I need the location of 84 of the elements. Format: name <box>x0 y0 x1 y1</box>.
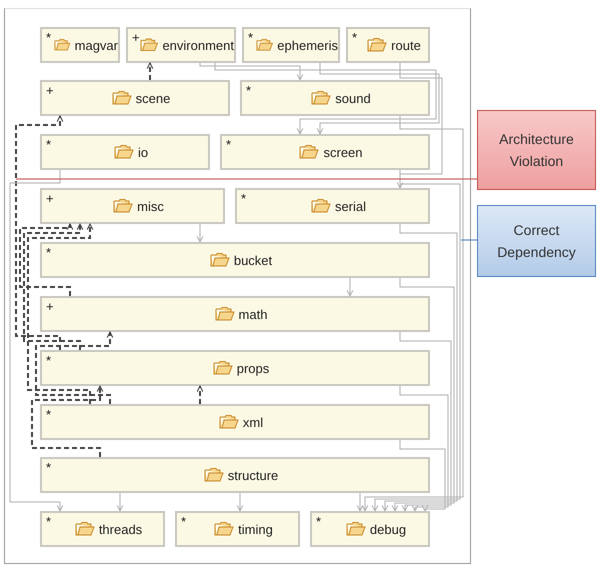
dependency-arrow <box>200 62 304 81</box>
marker-symbol: * <box>226 137 232 152</box>
package-box <box>40 27 120 63</box>
marker-symbol: * <box>46 137 52 152</box>
package-name: ephemeris <box>277 38 338 52</box>
dependency-arrow <box>19 223 74 296</box>
package-name: sound <box>335 90 371 106</box>
dependency-arrow <box>31 385 104 457</box>
marker-symbol: * <box>248 30 254 45</box>
marker-symbol: + <box>46 83 54 98</box>
package-box <box>40 242 430 278</box>
package-name: structure <box>228 468 278 482</box>
package-box <box>235 188 430 224</box>
dependency-arrow <box>10 170 64 512</box>
dependency-arrow <box>196 385 204 404</box>
package-name: debug <box>370 522 406 536</box>
dependency-arrow <box>15 115 64 350</box>
dependency-arrow <box>27 223 94 404</box>
package-name: scene <box>136 90 170 106</box>
dependency-arrow <box>382 224 458 512</box>
package-box <box>220 134 430 170</box>
package-box <box>242 27 340 63</box>
marker-symbol: * <box>241 191 246 206</box>
marker-symbol: * <box>46 353 52 368</box>
callout-text: Correct Dependency <box>496 220 577 262</box>
dependency-arrow <box>35 331 114 404</box>
package-box <box>240 80 430 116</box>
dependency-arrow <box>400 332 452 512</box>
marker-symbol: * <box>46 30 52 45</box>
marker-symbol: * <box>246 83 252 98</box>
leader-line <box>16 178 478 180</box>
marker-symbol: * <box>46 407 52 422</box>
dependency-arrow <box>400 386 448 512</box>
package-name: bucket <box>234 252 272 268</box>
dependency-arrow <box>214 62 436 135</box>
package-box <box>175 511 300 547</box>
dependency-arrow <box>396 62 442 189</box>
package-box <box>40 188 225 224</box>
marker-symbol: + <box>46 299 54 314</box>
package-box <box>40 296 430 332</box>
package-box <box>310 511 430 547</box>
dependency-arrow <box>23 223 84 350</box>
dependency-arrow <box>116 492 124 512</box>
dependency-arrow <box>400 440 446 512</box>
package-box <box>40 350 430 386</box>
dependency-arrow <box>362 116 464 512</box>
package-box <box>40 457 430 493</box>
dependency-arrow <box>392 278 454 512</box>
package-name: io <box>138 144 148 160</box>
callout-box <box>477 205 596 277</box>
package-name: misc <box>137 198 164 214</box>
package-box <box>40 511 165 547</box>
marker-symbol: * <box>46 245 52 260</box>
marker-symbol: * <box>352 30 358 45</box>
package-name: props <box>236 360 270 376</box>
package-name: timing <box>238 522 273 536</box>
dependency-arrow <box>146 62 154 80</box>
dependency-arrow <box>346 278 354 297</box>
dependency-arrow <box>316 62 440 135</box>
marker-symbol: * <box>181 514 186 529</box>
package-box <box>126 27 236 63</box>
package-name: environment <box>162 38 234 52</box>
dependency-arrow <box>372 170 460 512</box>
callout-box <box>477 110 596 190</box>
package-name: magvar <box>74 38 118 52</box>
package-name: screen <box>323 144 363 160</box>
marker-symbol: + <box>46 191 54 206</box>
package-box <box>346 27 430 63</box>
marker-symbol: + <box>132 30 140 45</box>
dependency-arrow <box>236 492 244 512</box>
package-box <box>40 404 430 440</box>
package-name: xml <box>242 414 264 430</box>
marker-symbol: * <box>46 514 52 529</box>
callout-text: Architecture Violation <box>498 130 575 171</box>
package-box <box>40 134 210 170</box>
package-box <box>40 80 230 116</box>
marker-symbol: * <box>316 514 322 529</box>
package-name: threads <box>98 522 142 536</box>
package-name: serial <box>334 198 366 214</box>
dependency-arrow <box>356 492 364 512</box>
dependency-arrow <box>196 224 204 243</box>
package-name: math <box>238 306 268 322</box>
marker-symbol: * <box>46 460 52 475</box>
package-name: route <box>391 38 421 52</box>
